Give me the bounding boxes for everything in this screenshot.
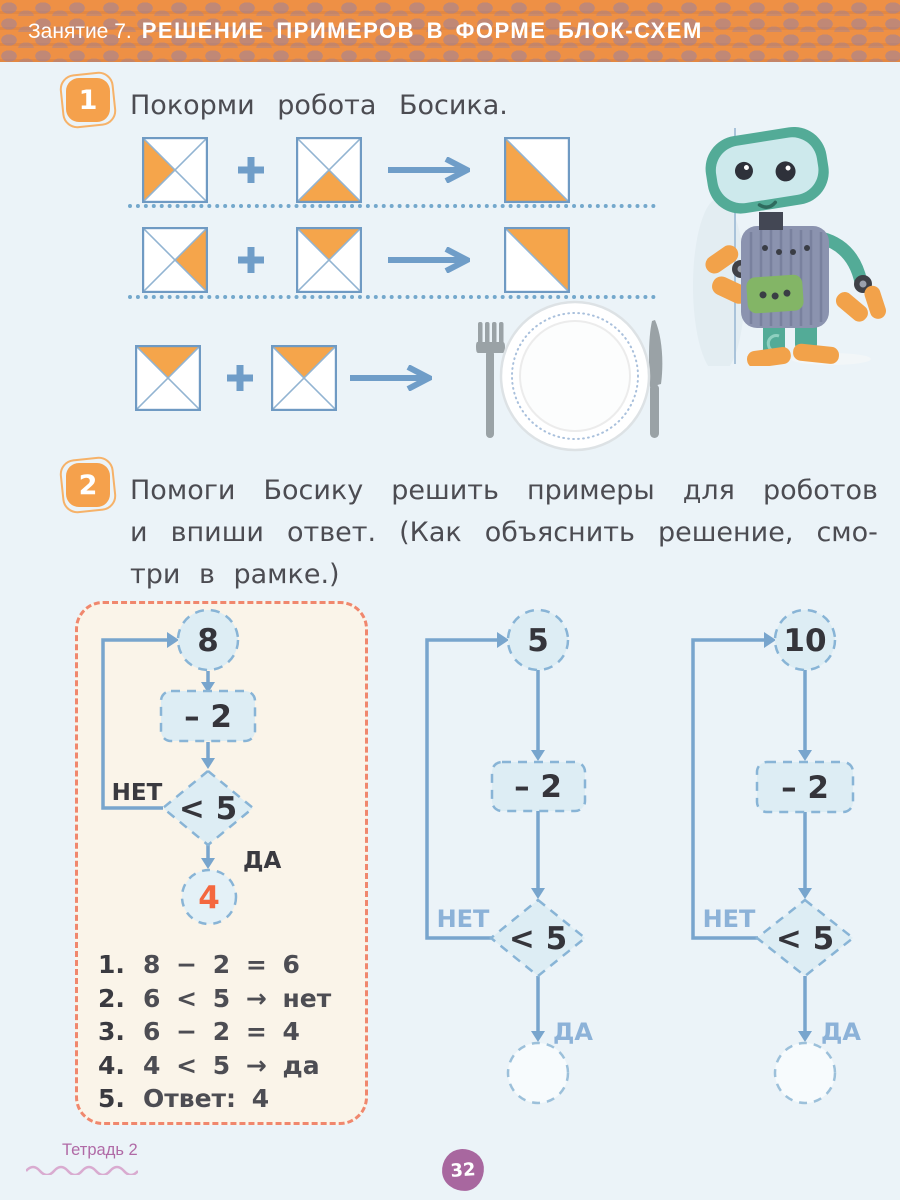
step-text: 6 < 5 → нет bbox=[143, 983, 332, 1013]
robot-head bbox=[705, 126, 829, 214]
dotted-separator bbox=[128, 295, 656, 299]
square-addend-right bbox=[270, 344, 338, 415]
knife-icon bbox=[648, 320, 663, 438]
condition-value: < 5 bbox=[776, 921, 834, 957]
step-row: 4.4 < 5 → да bbox=[98, 1049, 360, 1083]
start-node bbox=[773, 608, 837, 672]
yes-label: ДА bbox=[243, 848, 281, 874]
operation-value: – 2 bbox=[781, 770, 829, 806]
flowchart-2: 5 – 2 < 5 НЕТ ДА bbox=[425, 608, 593, 1105]
operation-value: – 2 bbox=[514, 769, 562, 805]
solution-steps: 1.8 − 2 = 6 2.6 < 5 → нет 3.6 − 2 = 4 4.… bbox=[98, 948, 360, 1116]
start-value: 10 bbox=[783, 623, 826, 659]
dotted-separator bbox=[128, 204, 656, 208]
plus-sign bbox=[236, 155, 266, 189]
condition-value: < 5 bbox=[509, 921, 567, 957]
task1-instruction: Покорми робота Босика. bbox=[130, 90, 508, 121]
header-bar: Занятие 7. РЕШЕНИЕ ПРИМЕРОВ В ФОРМЕ БЛОК… bbox=[0, 0, 900, 62]
step-text: Ответ: 4 bbox=[143, 1084, 270, 1113]
step-row: 1.8 − 2 = 6 bbox=[98, 948, 360, 982]
square-result bbox=[503, 226, 571, 297]
robot-illustration bbox=[693, 126, 886, 366]
fork-icon bbox=[476, 322, 505, 438]
page-number-badge: 32 bbox=[440, 1147, 486, 1193]
footer-wave bbox=[26, 1165, 138, 1175]
square-addend-right bbox=[295, 226, 363, 297]
arrow-icon bbox=[350, 364, 436, 395]
step-text: 8 − 2 = 6 bbox=[143, 950, 300, 979]
plate-illustration bbox=[476, 300, 663, 452]
answer-node bbox=[180, 868, 238, 926]
flowchart-1: 8 – 2 < 5 НЕТ ДА 4 bbox=[101, 608, 281, 926]
plate-center bbox=[519, 320, 631, 432]
page-title: РЕШЕНИЕ ПРИМЕРОВ В ФОРМЕ БЛОК-СХЕМ bbox=[141, 18, 703, 43]
lesson-label: Занятие 7. bbox=[28, 20, 132, 43]
plus-sign bbox=[236, 245, 266, 279]
footer-notebook-label: Тетрадь 2 bbox=[62, 1141, 138, 1159]
condition-node bbox=[489, 898, 587, 978]
operation-node bbox=[490, 760, 587, 813]
step-row: 5.Ответ: 4 bbox=[98, 1082, 360, 1116]
example-frame: 1.8 − 2 = 6 2.6 < 5 → нет 3.6 − 2 = 4 4.… bbox=[75, 601, 368, 1125]
operation-value: – 2 bbox=[184, 699, 232, 735]
step-row: 3.6 − 2 = 4 bbox=[98, 1015, 360, 1049]
answer-input-circle[interactable] bbox=[773, 1041, 837, 1105]
condition-node bbox=[161, 769, 255, 847]
flowchart-3: 10 – 2 < 5 НЕТ ДА bbox=[691, 608, 861, 1105]
square-addend-left bbox=[141, 136, 209, 207]
no-label: НЕТ bbox=[437, 905, 490, 933]
task2-instruction-line3: три в рамке.) bbox=[130, 559, 340, 590]
robot-panel bbox=[746, 274, 804, 314]
start-value: 8 bbox=[197, 623, 219, 659]
square-addend-left bbox=[141, 226, 209, 297]
yes-label: ДА bbox=[821, 1018, 861, 1046]
step-text: 6 − 2 = 4 bbox=[143, 1017, 300, 1046]
operation-node bbox=[159, 689, 257, 743]
condition-node bbox=[754, 898, 856, 978]
operation-node bbox=[755, 760, 855, 814]
arrow-icon bbox=[388, 246, 474, 277]
start-node bbox=[176, 608, 240, 672]
start-value: 5 bbox=[527, 623, 549, 659]
start-node bbox=[506, 608, 570, 672]
square-addend-left bbox=[134, 344, 202, 415]
square-result bbox=[503, 136, 571, 207]
no-label: НЕТ bbox=[112, 780, 163, 806]
loop-arrowhead bbox=[167, 632, 179, 648]
no-label: НЕТ bbox=[703, 905, 756, 933]
square-addend-right bbox=[295, 136, 363, 207]
task1-badge: 1 bbox=[66, 78, 110, 122]
yes-label: ДА bbox=[553, 1018, 593, 1046]
answer-input-circle[interactable] bbox=[506, 1041, 570, 1105]
plate-dotted-ring bbox=[511, 312, 639, 440]
step-row: 2.6 < 5 → нет bbox=[98, 982, 360, 1016]
task2-badge: 2 bbox=[66, 463, 110, 507]
answer-value: 4 bbox=[198, 880, 220, 916]
condition-value: < 5 bbox=[179, 791, 237, 827]
arrow-icon bbox=[388, 156, 474, 187]
step-text: 4 < 5 → да bbox=[143, 1050, 320, 1080]
plus-sign bbox=[225, 363, 255, 397]
